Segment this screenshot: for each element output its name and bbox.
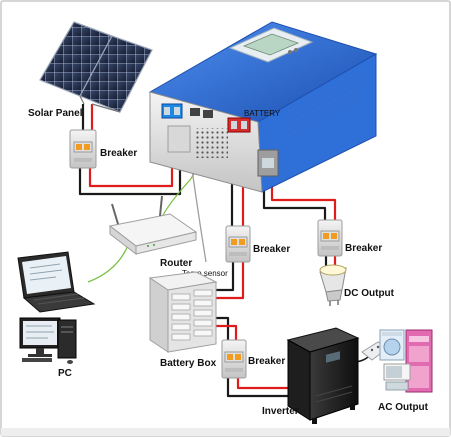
inverter-label: Inverter <box>262 406 299 417</box>
wire-inv2-black <box>226 378 300 398</box>
charge-controller: BATTERY <box>148 21 378 193</box>
ac-appliances-icon <box>361 329 433 393</box>
battery-port-label: BATTERY <box>244 109 281 118</box>
breaker-dc <box>317 219 343 257</box>
solar-panel-icon <box>39 21 153 113</box>
breaker-battery-upper <box>225 225 251 263</box>
breaker-solar <box>69 129 97 169</box>
wire-bat2-black <box>216 262 235 292</box>
wire-inv2-red <box>236 378 300 390</box>
front-vents <box>196 128 228 158</box>
dc-lamp-icon <box>319 264 347 306</box>
control-button <box>288 50 292 54</box>
battery-box-icon <box>148 271 218 353</box>
solar-panel-label: Solar Panel <box>28 108 83 119</box>
breaker-battery-lower-label: Breaker <box>248 356 285 367</box>
comm-port <box>203 110 213 118</box>
pc-label: PC <box>58 368 72 379</box>
router-label: Router <box>160 258 192 269</box>
side-vents <box>287 73 363 137</box>
ac-output-label: AC Output <box>378 402 429 413</box>
breaker-battery-lower <box>221 339 247 379</box>
pc-icon <box>19 317 77 364</box>
control-button <box>294 48 298 52</box>
comm-port <box>190 108 200 116</box>
wire-bat2-red <box>216 262 245 300</box>
inverter-icon <box>286 327 360 424</box>
breaker-solar-label: Breaker <box>100 148 137 159</box>
wire-load-black <box>262 180 327 220</box>
breaker-dc-label: Breaker <box>345 243 382 254</box>
breaker-battery-upper-label: Breaker <box>253 244 290 255</box>
router-icon <box>108 195 198 256</box>
laptop-icon <box>17 251 96 313</box>
wire-inv-black <box>216 316 230 340</box>
wire-load-red <box>270 180 337 220</box>
battery-box-label: Battery Box <box>160 358 217 369</box>
wire-inv-red <box>216 324 238 340</box>
dc-output-label: DC Output <box>344 288 395 299</box>
temp-sensor-label: Temp.sensor <box>182 269 228 278</box>
